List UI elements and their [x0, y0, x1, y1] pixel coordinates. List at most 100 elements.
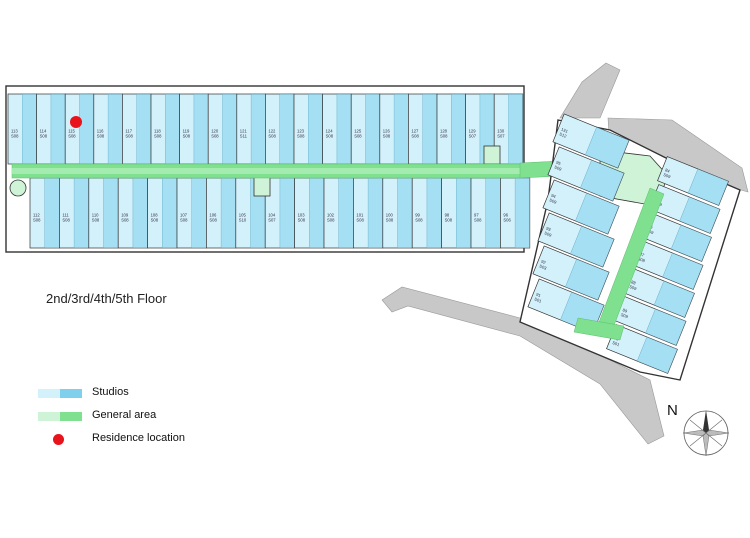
room-number: 92	[540, 259, 547, 266]
room-number: 98	[445, 213, 450, 218]
studio-light-swatch	[38, 389, 60, 398]
studio-dark-swatch	[60, 389, 82, 398]
surrounding-building-ne	[559, 62, 621, 119]
room-area: S08	[297, 134, 305, 139]
room-area: S08	[474, 218, 482, 223]
residence-dot-icon	[53, 434, 64, 445]
room-area: S03	[539, 263, 548, 271]
room-number: 107	[180, 213, 188, 218]
room-number: 112	[33, 213, 40, 218]
room-number: 121	[240, 129, 248, 134]
room-area: S07	[497, 134, 505, 139]
room-number: 100	[386, 213, 394, 218]
room-number: 110	[92, 213, 99, 218]
room-area: S08	[92, 218, 100, 223]
general-dark-swatch	[60, 412, 82, 421]
room-number: 91	[535, 292, 542, 299]
room-area: S08	[356, 218, 364, 223]
surrounding-wall-s	[381, 286, 665, 445]
room-number: 103	[298, 213, 306, 218]
room-area: S08	[68, 134, 76, 139]
room-area: S08	[386, 218, 394, 223]
room-area: S08	[327, 218, 335, 223]
room-area: S08	[326, 134, 334, 139]
room-number: 84	[664, 167, 671, 174]
room-number: 129	[469, 129, 477, 134]
room-number: 123	[297, 129, 305, 134]
room-number: 97	[474, 213, 479, 218]
room-area: S08	[97, 134, 105, 139]
room-number: 106	[209, 213, 217, 218]
room-area: S08	[298, 218, 306, 223]
room-number: 126	[383, 129, 391, 134]
room-number: 119	[183, 129, 190, 134]
room-area: S09	[549, 197, 558, 205]
room-area: S01	[611, 340, 620, 348]
room-area: S08	[383, 134, 391, 139]
room-area: S08	[354, 134, 362, 139]
room-number: 104	[268, 213, 276, 218]
room-area: S07	[469, 134, 477, 139]
wing-corridor-foot	[573, 317, 625, 341]
room-number: 124	[326, 129, 334, 134]
studio-room: 85S09	[648, 184, 721, 234]
legend-residence-label: Residence location	[92, 432, 185, 444]
room-area: S08	[121, 218, 129, 223]
room-number: 118	[154, 129, 161, 134]
studios-swatch	[38, 389, 82, 398]
stair-core-east	[483, 145, 501, 165]
room-area: S08	[180, 218, 188, 223]
room-area: S01	[534, 296, 543, 304]
room-number: 125	[354, 129, 362, 134]
room-number: 102	[327, 213, 335, 218]
main-corridor-light	[12, 168, 522, 174]
room-number: 88	[630, 279, 637, 286]
residence-marker	[70, 116, 82, 128]
wing-right-room-column: 84S0985S0986S0987S0888S0989S0990S01	[606, 156, 729, 374]
room-number: 113	[11, 129, 18, 134]
room-number: 130	[497, 129, 505, 134]
room-area: S10	[239, 218, 247, 223]
room-area: S06	[503, 218, 511, 223]
room-number: 87	[639, 251, 646, 258]
general-area-swatch	[38, 412, 82, 421]
room-area: S08	[33, 218, 41, 223]
room-area: S08	[125, 134, 133, 139]
room-area: S08	[440, 134, 448, 139]
room-number: 128	[440, 129, 448, 134]
studio-room: 86S09	[640, 212, 712, 262]
room-number: 115	[68, 129, 75, 134]
stair-core-center	[253, 175, 271, 197]
room-area: S12	[559, 131, 568, 139]
room-area: S08	[415, 218, 423, 223]
